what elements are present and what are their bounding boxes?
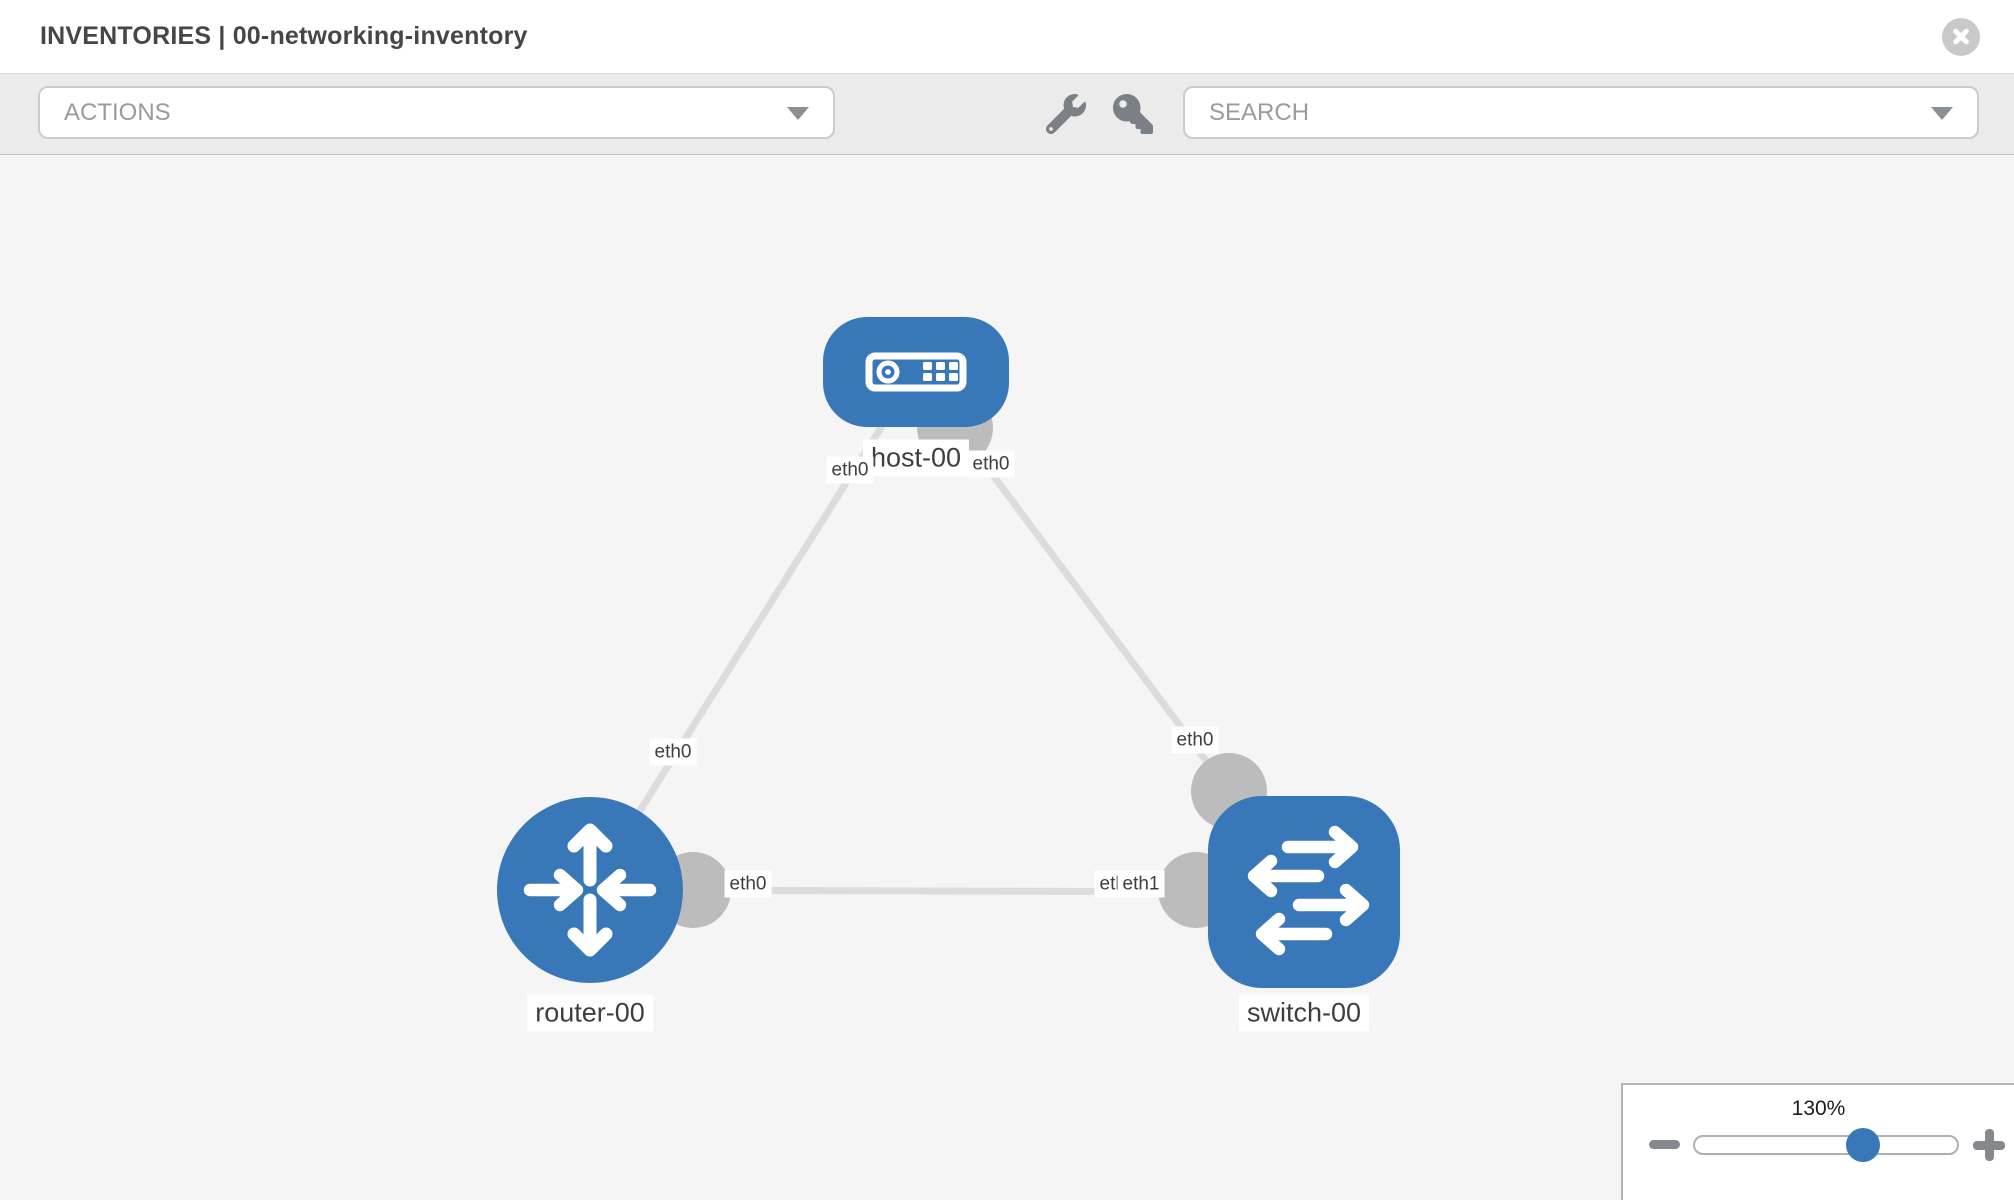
zoom-slider-track[interactable] — [1693, 1128, 1959, 1162]
close-icon[interactable] — [1942, 17, 1980, 56]
node-label-router-00: router-00 — [527, 994, 653, 1032]
minus-icon[interactable] — [1649, 1140, 1680, 1149]
topology-canvas[interactable]: host-00 router-00 switch-00 eth0 eth0 eth0 eth… — [0, 155, 2014, 1200]
key-icon[interactable] — [1113, 94, 1153, 134]
interface-label: eth0 — [649, 738, 697, 766]
plus-icon[interactable] — [1973, 1129, 2005, 1161]
router-icon — [523, 823, 657, 957]
actions-dropdown[interactable]: ACTIONS — [38, 86, 835, 139]
page-title: INVENTORIES | 00-networking-inventory — [40, 22, 528, 50]
node-label-switch-00: switch-00 — [1238, 994, 1370, 1032]
topology-graph — [497, 317, 1400, 988]
zoom-control-panel: 130% — [1621, 1083, 2014, 1200]
node-label-host-00: host-00 — [862, 439, 970, 477]
node-router-00[interactable] — [497, 797, 683, 983]
chevron-down-icon — [787, 106, 809, 120]
host-icon — [865, 352, 967, 392]
window-header: INVENTORIES | 00-networking-inventory — [0, 0, 2014, 74]
interface-label: eth0 — [967, 450, 1015, 478]
switch-icon — [1247, 825, 1370, 956]
interface-label: eth0 — [826, 456, 874, 484]
interface-label: eth0 — [724, 870, 772, 898]
zoom-slider-thumb[interactable] — [1845, 1128, 1880, 1162]
node-switch-00[interactable] — [1208, 796, 1400, 988]
interface-label: eth1 — [1117, 870, 1165, 898]
search-dropdown-label: SEARCH — [1209, 98, 1310, 126]
wrench-icon[interactable] — [1046, 94, 1086, 134]
actions-dropdown-label: ACTIONS — [64, 98, 171, 126]
search-dropdown[interactable]: SEARCH — [1183, 86, 1979, 139]
node-host-00[interactable] — [823, 317, 1009, 427]
zoom-level-label: 130% — [1791, 1097, 1846, 1120]
topology-labels: host-00 router-00 switch-00 eth0 eth0 eth0 eth… — [0, 155, 2014, 1200]
chevron-down-icon — [1931, 106, 1953, 120]
interface-label: eth0 — [1171, 726, 1219, 754]
toolbar: ACTIONS SEARCH — [0, 74, 2014, 155]
